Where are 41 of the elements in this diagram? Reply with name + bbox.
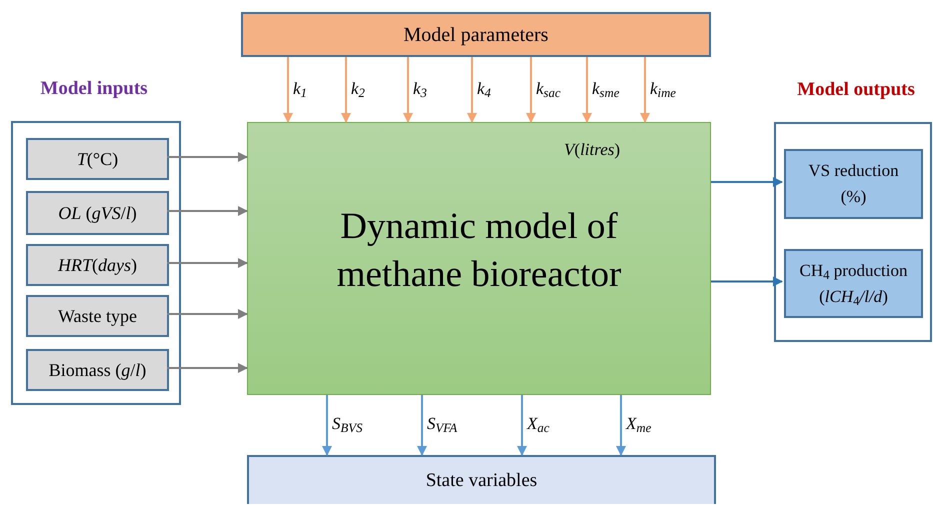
arrow <box>616 395 626 456</box>
box-title: Model parameters <box>404 22 548 48</box>
arrow <box>640 57 650 123</box>
input-label: Biomass (g/l) <box>48 358 146 382</box>
arrow <box>341 57 351 123</box>
volume-label: V(litres) <box>564 139 620 161</box>
input-box <box>26 295 169 337</box>
arrow <box>467 57 477 123</box>
output-box <box>784 249 923 318</box>
arrow <box>526 57 536 123</box>
arrow <box>403 57 413 123</box>
arrow <box>167 152 248 162</box>
output-label: VS reduction (%) <box>807 160 900 208</box>
input-label: T(°C) <box>76 148 118 171</box>
group-heading: Model inputs <box>39 77 149 101</box>
arrow <box>582 57 592 123</box>
input-label: Waste type <box>58 304 138 328</box>
arrow <box>517 395 527 456</box>
arrow <box>167 363 248 373</box>
arrow <box>417 395 427 456</box>
input-label: OL (gVS/l) <box>58 202 137 225</box>
arrow <box>167 206 248 216</box>
input-box <box>26 349 169 391</box>
model-box <box>247 122 711 395</box>
arrow <box>711 276 783 286</box>
parameter-box <box>241 12 711 57</box>
state-box <box>247 455 716 504</box>
input-label: HRT(days) <box>58 254 137 277</box>
output-box <box>784 149 923 219</box>
arrow <box>283 57 293 123</box>
input-box <box>26 138 169 180</box>
box-title: State variables <box>426 469 538 493</box>
output-label: CH$_{4}$ production (lCH$_{4}$/l/d) <box>798 260 908 310</box>
model-title: Dynamic model of methane bioreactor <box>336 205 622 297</box>
input-box <box>26 244 169 286</box>
arrow <box>167 258 248 268</box>
group-heading: Model outputs <box>796 78 916 102</box>
arrow <box>322 395 332 456</box>
arrow <box>711 177 783 187</box>
arrow <box>167 309 248 319</box>
input-box <box>26 191 169 235</box>
